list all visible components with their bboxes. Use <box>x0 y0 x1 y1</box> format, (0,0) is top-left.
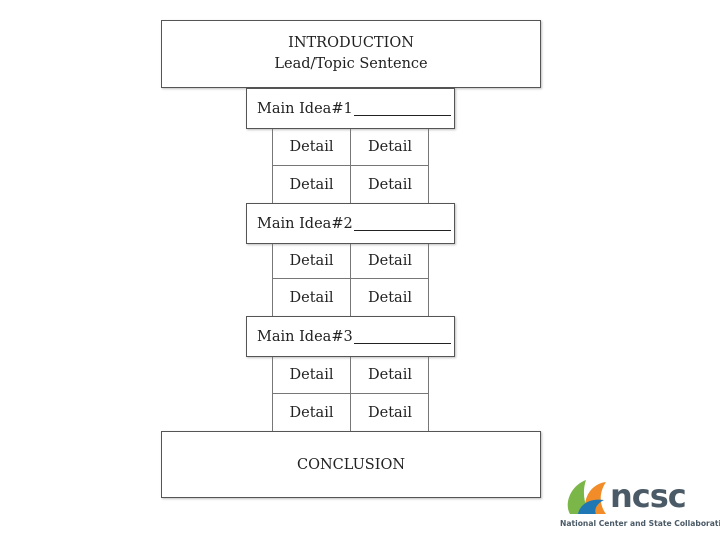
details-grid-1: Detail Detail Detail Detail <box>272 129 429 203</box>
detail-cell: Detail <box>368 176 412 193</box>
main-idea-3-label: Main Idea#3 <box>257 328 353 345</box>
logo-tagline: National Center and State Collaborative <box>560 519 720 528</box>
detail-cell: Detail <box>368 404 412 421</box>
detail-cell: Detail <box>351 244 429 279</box>
main-idea-2-box: Main Idea#2 <box>246 203 455 244</box>
details-grid-2: Detail Detail Detail Detail <box>272 244 429 316</box>
blank-line <box>353 216 451 231</box>
main-idea-1-label: Main Idea#1 <box>257 100 353 117</box>
main-idea-2-label: Main Idea#2 <box>257 215 353 232</box>
detail-cell: Detail <box>273 357 351 394</box>
detail-cell: Detail <box>351 357 429 394</box>
blank-line <box>353 101 451 116</box>
introduction-subtitle: Lead/Topic Sentence <box>274 56 428 72</box>
detail-cell: Detail <box>273 279 351 316</box>
logo-wordmark: ncsc <box>610 477 687 515</box>
detail-cell: Detail <box>273 129 351 166</box>
detail-cell: Detail <box>273 166 351 203</box>
logo-blue-leaf <box>578 499 604 514</box>
ncsc-logo-icon <box>567 480 606 514</box>
details-grid-3: Detail Detail Detail Detail <box>272 357 429 431</box>
main-idea-1-box: Main Idea#1 <box>246 88 455 129</box>
conclusion-title: CONCLUSION <box>296 456 406 473</box>
introduction-title: INTRODUCTION <box>288 35 414 51</box>
detail-cell: Detail <box>273 394 351 431</box>
blank-line <box>353 329 451 344</box>
conclusion-box: CONCLUSION <box>161 431 541 498</box>
main-idea-3-box: Main Idea#3 <box>246 316 455 357</box>
introduction-box: INTRODUCTION Lead/Topic Sentence <box>161 20 541 88</box>
detail-cell: Detail <box>273 244 351 279</box>
detail-cell: Detail <box>368 289 412 306</box>
detail-cell: Detail <box>351 129 429 166</box>
